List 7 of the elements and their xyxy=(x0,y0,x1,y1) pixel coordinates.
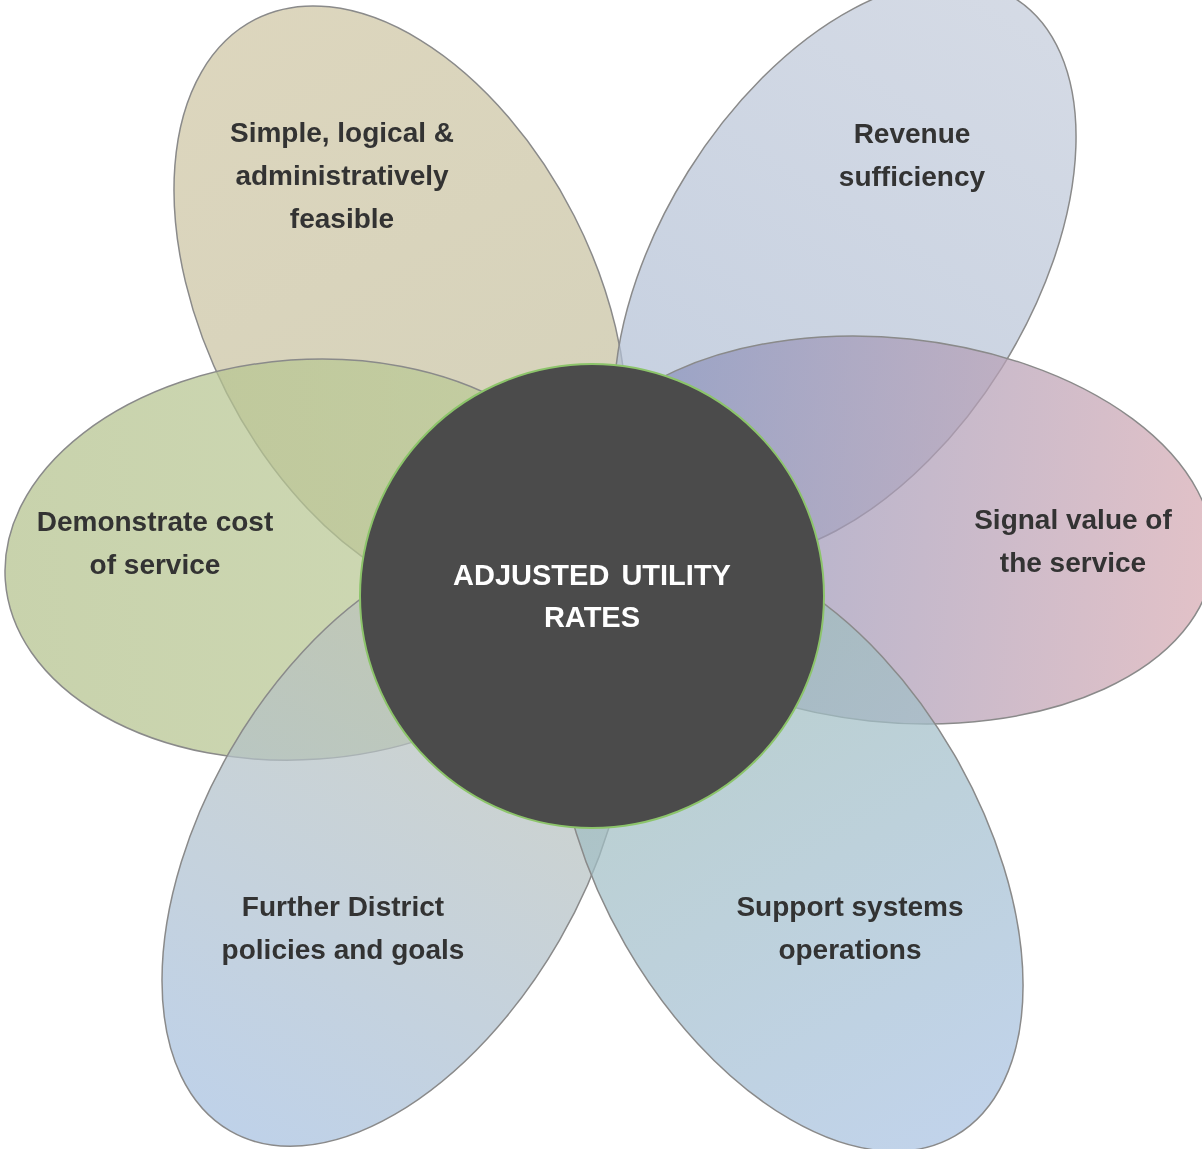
petal-label: Demonstrate cost of service xyxy=(35,505,275,582)
petal-label: Support systems operations xyxy=(735,890,965,967)
petal-label: Simple, logical & administratively feasible xyxy=(228,115,455,236)
center-label: ADJUSTED UTILITY RATES xyxy=(452,558,732,635)
petal-label: Revenue sufficiency xyxy=(837,117,987,194)
petal-label: Signal value of the service xyxy=(973,503,1173,580)
petal-label: Further District policies and goals xyxy=(220,890,466,967)
